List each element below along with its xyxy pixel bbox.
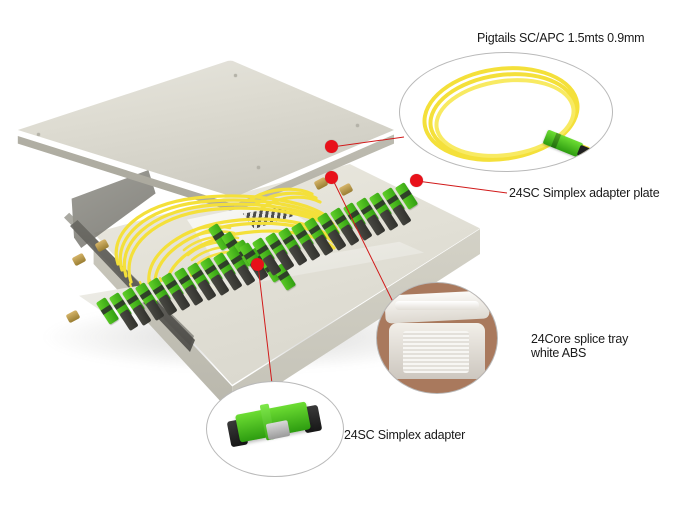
lid-screw bbox=[356, 124, 359, 128]
inset-splice-tray-content bbox=[377, 283, 497, 393]
lid-screw bbox=[234, 74, 238, 77]
lid-screw bbox=[257, 166, 261, 170]
splice-tray-lid-rib bbox=[395, 301, 479, 310]
splice-tray-organizer bbox=[403, 331, 469, 373]
callout-dot-sc-adapter[interactable] bbox=[251, 258, 264, 271]
inset-pigtail-photo bbox=[399, 52, 613, 172]
callout-label-pigtail: Pigtails SC/APC 1.5mts 0.9mm bbox=[477, 31, 645, 45]
inset-sc-adapter-photo bbox=[206, 381, 344, 477]
inset-pigtail-content bbox=[400, 53, 612, 171]
splice-sleeve-column bbox=[443, 333, 450, 367]
splice-sleeve-column bbox=[421, 333, 428, 367]
callout-label-splice-tray: 24Core splice tray white ABS bbox=[531, 332, 629, 360]
callout-label-sc-adapter: 24SC Simplex adapter bbox=[344, 428, 466, 442]
adapter-ferrule-sleeve bbox=[265, 420, 291, 440]
callout-label-adapter-plate: 24SC Simplex adapter plate bbox=[509, 186, 660, 200]
callout-dot-adapter-plate[interactable] bbox=[410, 174, 423, 187]
lid-screw bbox=[36, 132, 40, 136]
inset-sc-adapter-content bbox=[207, 382, 343, 476]
callout-dot-splice-tray[interactable] bbox=[325, 171, 338, 184]
inset-splice-tray-photo bbox=[376, 282, 498, 394]
callout-dot-pigtail[interactable] bbox=[325, 140, 338, 153]
